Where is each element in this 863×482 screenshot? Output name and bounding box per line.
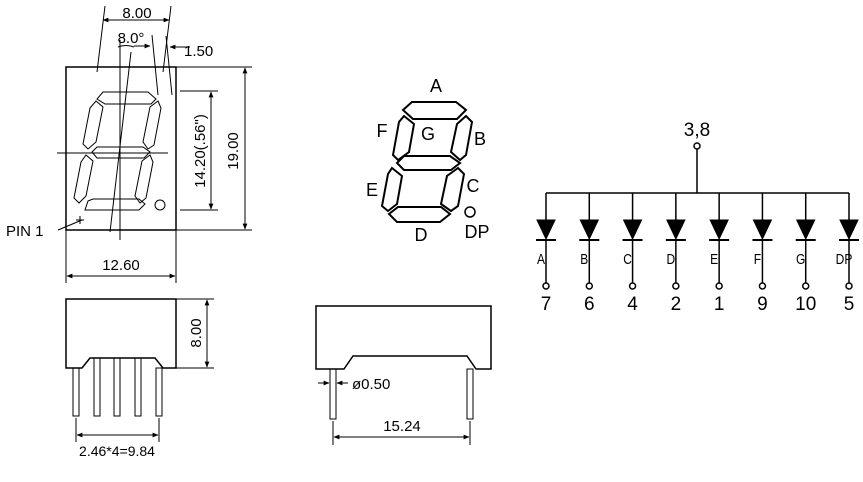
segment-label-b: B (474, 129, 486, 149)
front-view-body (65, 66, 177, 231)
diode-segment-label: F (754, 251, 761, 268)
end-pin-diameter-label: ø0.50 (352, 376, 390, 393)
diode-pin-number: 4 (627, 294, 638, 315)
segment-label-dp: DP (464, 222, 489, 242)
front-segment-e (73, 154, 94, 204)
diode-symbol-f (752, 219, 773, 241)
segment-b (449, 114, 474, 162)
diode-symbol-b (579, 219, 600, 241)
diode-g: G 10 (795, 193, 816, 315)
diode-pin-number: 7 (541, 294, 552, 315)
side-view: 8.00 2.46*4=9.84 (65, 298, 214, 459)
diode-a: A7 (536, 193, 556, 315)
pin1-label: PIN 1 (6, 223, 44, 240)
segment-label-g: G (421, 124, 435, 144)
front-segment-width-label: 1.50 (184, 43, 213, 60)
front-segment-a (96, 91, 157, 105)
diode-symbol-e (709, 219, 729, 241)
diode-segment-label: D (667, 251, 676, 268)
segment-diagram: A F G B E C D DP (366, 76, 490, 245)
front-digit-height-label: 14.20(.56") (192, 114, 209, 188)
front-top-width-label: 8.00 (122, 5, 151, 22)
front-segment-g (91, 146, 151, 159)
diode-symbol-dp (839, 219, 859, 241)
pin-terminal-f (758, 282, 767, 290)
pin-terminal-b (585, 282, 594, 290)
pin-terminal-g (801, 282, 810, 290)
diode-symbol-c (622, 219, 643, 241)
pin-terminal-d (672, 282, 680, 290)
common-pin-terminal (693, 142, 701, 150)
end-row-spacing-label: 15.24 (383, 418, 421, 435)
diode-segment-label: E (710, 251, 718, 268)
segment-a (401, 101, 468, 120)
segment-label-c: C (467, 176, 480, 196)
segment-label-d: D (415, 225, 428, 245)
end-view: ø0.50 15.24 (315, 305, 492, 445)
diode-b: B6 (579, 193, 600, 315)
pin-terminal-e (715, 282, 723, 290)
front-slant-angle-label: 8.0° (118, 30, 145, 47)
diode-symbol-d (666, 219, 686, 241)
diode-e: E1 (709, 193, 730, 315)
common-pins-label: 3,8 (684, 120, 710, 141)
segment-label-f: F (377, 121, 388, 141)
segment-label-a: A (430, 76, 442, 96)
diode-dp: DP 5 (836, 193, 859, 315)
diode-segment-label: DP (836, 251, 853, 268)
segment-c (439, 166, 466, 213)
front-segment-f (82, 100, 104, 150)
side-view-body (65, 298, 177, 369)
diode-f: F9 (752, 193, 773, 315)
segment-e (380, 166, 404, 213)
diode-d: D2 (665, 193, 686, 315)
side-pin-pitch-label: 2.46*4=9.84 (79, 443, 155, 459)
diode-segment-label: C (623, 251, 632, 268)
diode-pin-number: 9 (757, 294, 768, 315)
side-height-label: 8.00 (188, 318, 205, 347)
diode-pin-number: 6 (584, 294, 595, 315)
front-segment-d (84, 198, 146, 211)
end-view-body (315, 305, 492, 370)
pin-terminal-c (628, 282, 637, 290)
front-segment-b (142, 100, 162, 150)
segment-d (387, 206, 452, 223)
segment-dp (464, 206, 476, 218)
segment-g (395, 155, 462, 171)
pin-terminal-a (542, 282, 550, 290)
diode-pin-number: 2 (671, 294, 682, 315)
front-view: 8.00 8.0° 1.50 14.20(.56") 19.00 12.60 P… (6, 5, 252, 283)
diode-segment-label: B (580, 251, 588, 268)
front-segment-c (134, 154, 154, 204)
segment-f (391, 114, 416, 162)
diode-segment-label: G (796, 251, 805, 268)
diode-pin-number: 10 (795, 294, 816, 315)
front-decimal-point (154, 199, 166, 211)
diode-pin-number: 1 (714, 294, 725, 315)
diode-pin-number: 5 (844, 294, 855, 315)
front-overall-height-label: 19.00 (225, 132, 242, 170)
diode-symbol-g (795, 219, 816, 241)
diode-symbol-a (536, 219, 556, 241)
front-overall-width-label: 12.60 (102, 257, 140, 274)
diode-c: C4 (622, 193, 643, 315)
segment-label-e: E (366, 180, 378, 200)
pin-terminal-dp (845, 282, 853, 290)
diode-segment-label: A (537, 251, 546, 268)
